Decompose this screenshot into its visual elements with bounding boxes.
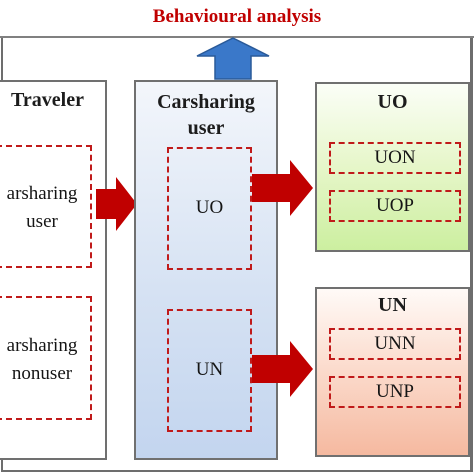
- arrow-right-icon: [96, 177, 137, 231]
- un-group-heading: UN: [378, 294, 407, 316]
- uop-box: [329, 190, 461, 222]
- uop-label: UOP: [375, 195, 414, 216]
- unn-label: UNN: [374, 333, 416, 354]
- carsharing-user-heading-line2: user: [187, 117, 225, 139]
- un-box: [167, 309, 252, 432]
- traveler-nonuser-line2: nonuser: [11, 363, 73, 384]
- uo-box-label: UO: [195, 197, 224, 218]
- arrow-right-icon: [252, 341, 313, 397]
- uon-box: [329, 142, 461, 174]
- uo-group: [315, 82, 470, 252]
- traveler-heading: Traveler: [11, 89, 84, 111]
- traveler-nonuser-line1: arsharing: [6, 335, 78, 356]
- arrow-right-icon: [252, 160, 313, 216]
- traveler-nonuser-box: [0, 296, 92, 420]
- traveler-column: [0, 80, 107, 460]
- unp-box: [329, 376, 461, 408]
- uon-label: UON: [374, 147, 416, 168]
- traveler-user-line2: user: [26, 211, 58, 232]
- carsharing-user-column: [134, 80, 278, 460]
- up-arrow-icon: [196, 37, 270, 80]
- carsharing-user-heading-line1: Carsharing: [157, 91, 255, 113]
- uo-box: [167, 147, 252, 270]
- un-box-label: UN: [195, 359, 224, 380]
- unn-box: [329, 328, 461, 360]
- traveler-user-line1: arsharing: [6, 183, 78, 204]
- uo-group-heading: UO: [377, 91, 408, 113]
- unp-label: UNP: [375, 381, 414, 402]
- top-banner: [0, 0, 474, 38]
- un-group: [315, 287, 470, 457]
- traveler-user-box: [0, 145, 92, 268]
- banner-title: Behavioural analysis: [152, 6, 322, 27]
